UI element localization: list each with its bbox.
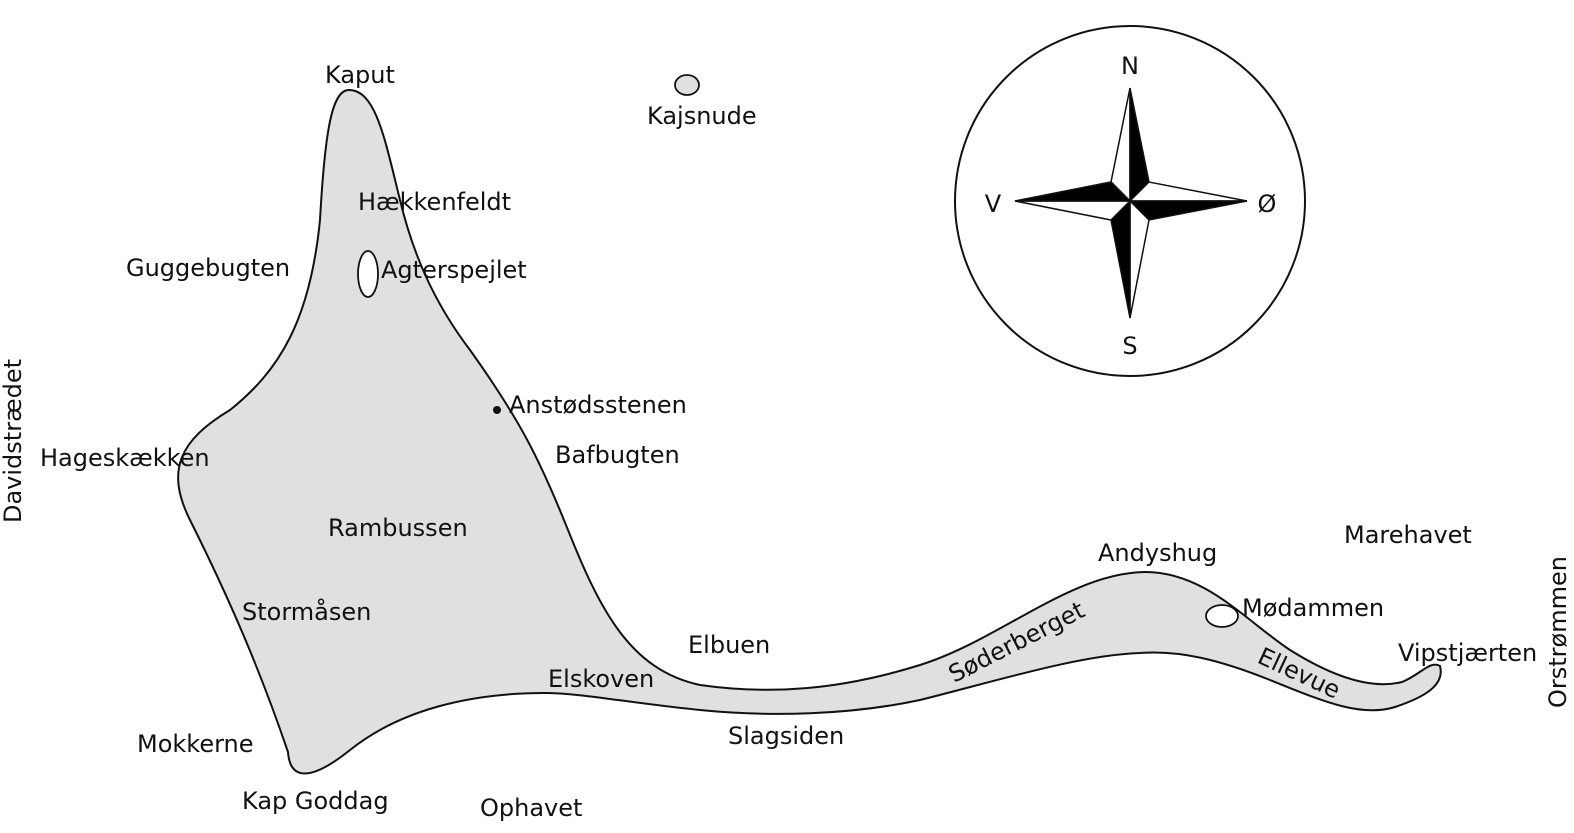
label-guggebugten: Guggebugten (126, 254, 290, 282)
island-landmass (177, 88, 1442, 775)
label-ellevue: Ellevue (1253, 642, 1344, 704)
label-modammen: Mødammen (1242, 594, 1384, 622)
anstodsstenen-marker (493, 406, 501, 414)
label-davidstraedet: Davidstrædet (0, 359, 27, 523)
compass-rose: N S V Ø (954, 25, 1306, 377)
label-anstodsstenen: Anstødsstenen (509, 391, 687, 419)
compass-south-label: S (1122, 332, 1137, 360)
label-vipstjaerten: Vipstjærten (1398, 639, 1537, 667)
label-ophavet: Ophavet (480, 794, 582, 822)
label-andyshug: Andyshug (1098, 539, 1217, 567)
label-elbuen: Elbuen (688, 631, 770, 659)
label-stormasen: Stormåsen (242, 597, 371, 626)
label-haekkenfeldt: Hækkenfeldt (358, 188, 511, 216)
modammen-pond (1205, 604, 1239, 628)
label-kaput: Kaput (325, 61, 395, 89)
label-slagsiden: Slagsiden (728, 722, 844, 750)
label-marehavet: Marehavet (1344, 521, 1472, 549)
label-bafbugten: Bafbugten (555, 441, 680, 469)
compass-west-label: V (985, 190, 1002, 218)
compass-east-label: Ø (1258, 190, 1277, 218)
label-rambussen: Rambussen (328, 514, 468, 542)
compass-north-label: N (1121, 52, 1139, 80)
label-orstrommen: Orstrømmen (1544, 556, 1572, 708)
label-kajsnude: Kajsnude (647, 102, 757, 130)
kajsnude-islet (674, 74, 700, 96)
label-agterspejlet: Agterspejlet (381, 256, 527, 284)
label-kap-goddag: Kap Goddag (242, 787, 389, 815)
agterspejlet-lake (357, 250, 379, 298)
label-mokkerne: Mokkerne (137, 730, 254, 758)
label-hageskaekken: Hageskækken (40, 444, 210, 472)
label-elskoven: Elskoven (548, 665, 654, 693)
compass-star (1014, 87, 1248, 319)
